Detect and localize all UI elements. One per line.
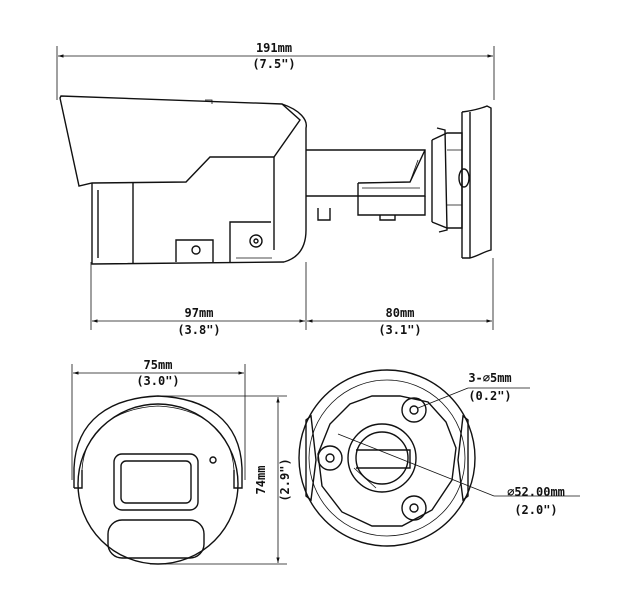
overall-width-dimension: 191mm (7.5"): [56, 41, 495, 100]
front-view: 75mm (3.0") 74mm (2.9"): [71, 358, 292, 565]
front-width-dimension: 75mm (3.0"): [71, 358, 246, 480]
hole-size-mm: 3-∅5mm: [468, 371, 511, 385]
front-height-mm: 74mm: [254, 466, 268, 495]
front-height-inch: (2.9"): [278, 458, 292, 501]
circle-size-mm: ∅52.00mm: [507, 485, 565, 499]
camera-face: [77, 403, 239, 565]
front-width-inch: (3.0"): [136, 374, 179, 388]
overall-width-inch: (7.5"): [252, 57, 295, 71]
hole-size-callout: 3-∅5mm (0.2"): [417, 371, 530, 409]
base-outer: [298, 369, 476, 547]
base-view: 3-∅5mm (0.2") ∅52.00mm (2.0"): [298, 369, 580, 547]
overall-width-mm: 191mm: [256, 41, 292, 55]
lens-window: [113, 453, 199, 511]
front-height-dimension: 74mm (2.9"): [160, 395, 292, 565]
sensor-dot: [209, 456, 217, 464]
body-length-mm: 97mm: [185, 306, 214, 320]
camera-body-side: [59, 95, 307, 265]
cable-opening: [347, 423, 417, 493]
screw-hole-3: [401, 495, 427, 521]
bracket-length-inch: (3.1"): [378, 323, 421, 337]
bracket-arm-side: [306, 149, 426, 221]
bracket-length-dimension: 80mm (3.1"): [307, 306, 492, 337]
bracket-length-mm: 80mm: [386, 306, 415, 320]
front-width-mm: 75mm: [144, 358, 173, 372]
circle-size-inch: (2.0"): [514, 503, 557, 517]
circle-size-callout: ∅52.00mm (2.0"): [337, 433, 580, 517]
screw-hole-2: [317, 445, 343, 471]
body-length-dimension: 97mm (3.8"): [90, 258, 494, 337]
screw-hole-1: [401, 397, 427, 423]
body-length-inch: (3.8"): [177, 323, 220, 337]
side-view: 191mm (7.5"): [56, 41, 495, 337]
ir-led-window: [107, 519, 205, 559]
wall-base-side: [431, 105, 492, 259]
hole-size-inch: (0.2"): [468, 389, 511, 403]
